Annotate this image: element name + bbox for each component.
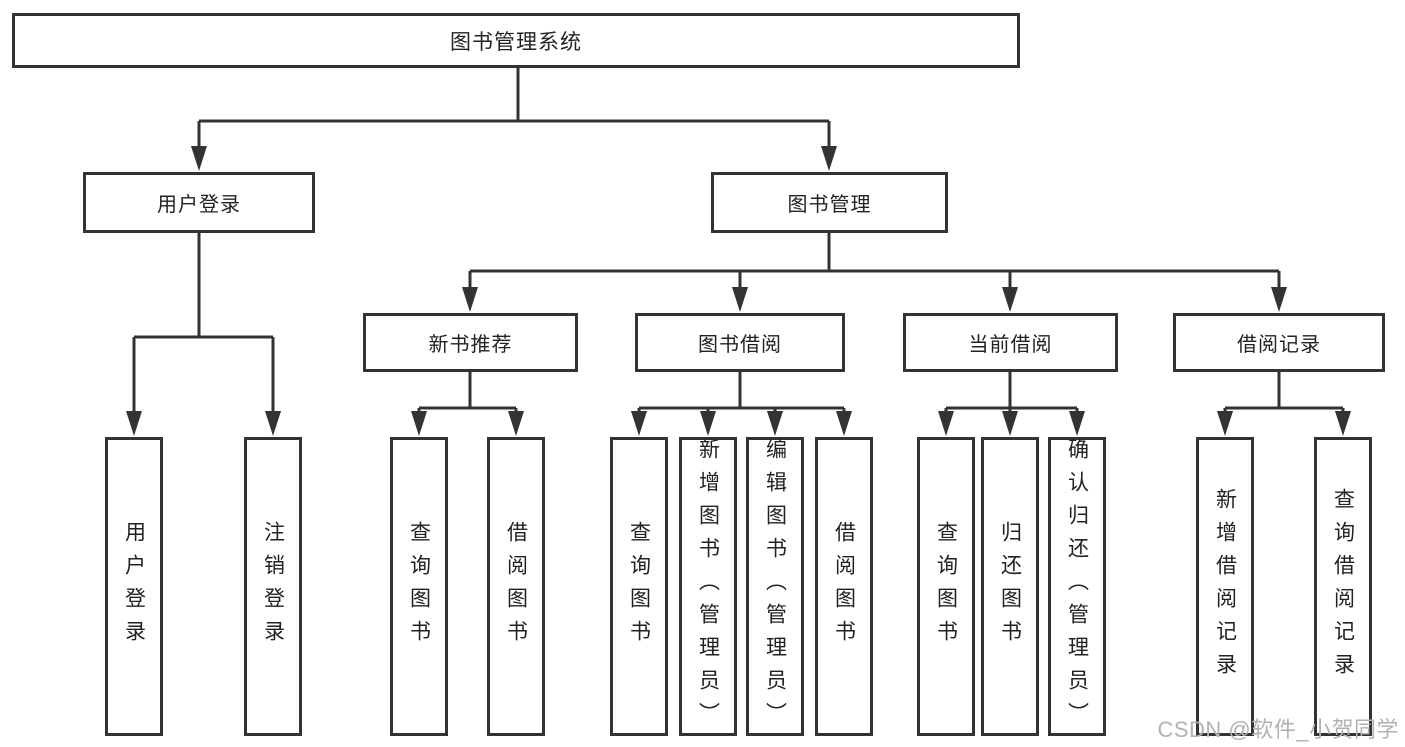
node-label: 新增图书（管理员） <box>696 438 720 735</box>
node-label: 注销登录 <box>261 520 285 653</box>
node-label: 新书推荐 <box>428 334 513 356</box>
node-label: 图书借阅 <box>698 334 782 356</box>
node-system-root: 图书管理系统 <box>12 13 1020 68</box>
node-label: 新增借阅记录 <box>1213 487 1237 686</box>
node-label: 用户登录 <box>122 520 146 653</box>
node-book-borrowing: 图书借阅 <box>635 313 845 372</box>
leaf-confirm-return-admin: 确认归还（管理员） <box>1048 437 1106 736</box>
node-label: 归还图书 <box>998 520 1022 653</box>
leaf-recommend-borrow-book: 借阅图书 <box>487 437 545 736</box>
node-user-login: 用户登录 <box>83 172 315 233</box>
node-current-borrowing: 当前借阅 <box>903 313 1118 372</box>
node-borrowing-records: 借阅记录 <box>1173 313 1385 372</box>
node-book-management: 图书管理 <box>711 172 948 233</box>
node-label: 查询图书 <box>934 520 958 653</box>
leaf-borrowing-query-book: 查询图书 <box>610 437 668 736</box>
node-label: 查询借阅记录 <box>1331 487 1355 686</box>
leaf-add-borrow-record: 新增借阅记录 <box>1196 437 1254 736</box>
node-label: 编辑图书（管理员） <box>763 438 787 735</box>
leaf-user-login: 用户登录 <box>105 437 163 736</box>
node-label: 查询图书 <box>627 520 651 653</box>
node-new-book-recommendation: 新书推荐 <box>363 313 578 372</box>
leaf-logout: 注销登录 <box>244 437 302 736</box>
node-label: 当前借阅 <box>968 334 1053 356</box>
leaf-query-borrow-record: 查询借阅记录 <box>1314 437 1372 736</box>
node-label: 借阅图书 <box>832 520 856 653</box>
node-label: 图书管理系统 <box>450 30 582 54</box>
leaf-edit-book-admin: 编辑图书（管理员） <box>746 437 804 736</box>
leaf-add-book-admin: 新增图书（管理员） <box>679 437 737 736</box>
leaf-return-book: 归还图书 <box>981 437 1039 736</box>
node-label: 查询图书 <box>407 520 431 653</box>
leaf-recommend-query-book: 查询图书 <box>390 437 448 736</box>
node-label: 用户登录 <box>157 194 241 216</box>
node-label: 借阅图书 <box>504 520 528 653</box>
csdn-watermark: CSDN @软件_小贺同学 <box>1157 717 1399 742</box>
leaf-borrowing-borrow-book: 借阅图书 <box>815 437 873 736</box>
leaf-current-query-book: 查询图书 <box>917 437 975 736</box>
node-label: 图书管理 <box>787 194 872 216</box>
node-label: 确认归还（管理员） <box>1065 438 1089 735</box>
node-label: 借阅记录 <box>1237 334 1321 356</box>
